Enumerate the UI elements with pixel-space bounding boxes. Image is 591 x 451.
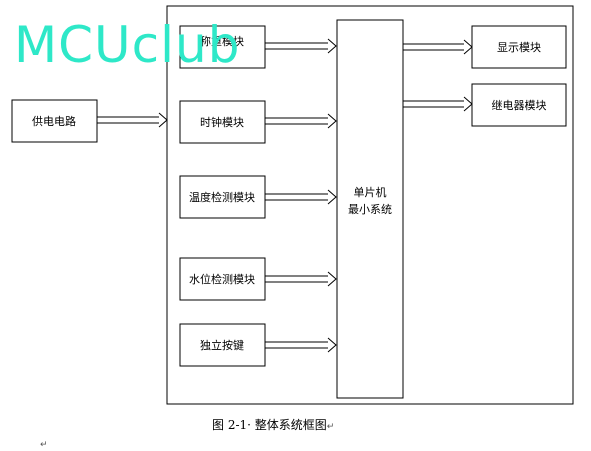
mcu-label-line1: 单片机 bbox=[354, 185, 387, 199]
relay-module-block bbox=[471, 83, 567, 127]
keys-block bbox=[179, 323, 266, 367]
relay-module-label: 继电器模块 bbox=[492, 99, 547, 112]
weighing-module-label: 称重模块 bbox=[200, 34, 244, 48]
power-supply-label: 供电电路 bbox=[32, 114, 76, 128]
temperature-module-block bbox=[179, 175, 266, 219]
paragraph-end-mark-icon: ↵ bbox=[40, 440, 48, 450]
figure-caption: 图 2-1· 整体系统框图↵ bbox=[212, 416, 334, 433]
display-module-block bbox=[471, 25, 567, 69]
water-level-module-block bbox=[179, 257, 266, 301]
clock-arrow bbox=[265, 113, 337, 129]
display-module-label: 显示模块 bbox=[497, 41, 541, 54]
keys-label: 独立按键 bbox=[200, 338, 244, 352]
system-frame bbox=[166, 5, 574, 405]
display-arrow bbox=[403, 39, 473, 55]
mcu-label-line2: 最小系统 bbox=[348, 203, 392, 216]
clock-module-block bbox=[179, 100, 266, 144]
keys-arrow bbox=[265, 337, 337, 353]
power-arrow bbox=[97, 112, 168, 128]
paragraph-mark-icon: ↵ bbox=[326, 422, 335, 432]
figure-caption-text: 图 2-1· 整体系统框图 bbox=[212, 418, 327, 432]
temperature-arrow bbox=[265, 189, 337, 205]
watermark-logo: MCUclub bbox=[14, 16, 241, 74]
mcu-block bbox=[336, 19, 404, 399]
weighing-module-block bbox=[179, 25, 266, 69]
power-supply-block bbox=[11, 99, 98, 143]
temperature-module-label: 温度检测模块 bbox=[189, 190, 255, 204]
water-level-module-label: 水位检测模块 bbox=[189, 272, 255, 286]
water-level-arrow bbox=[265, 271, 337, 287]
clock-module-label: 时钟模块 bbox=[200, 115, 244, 129]
weighing-arrow bbox=[265, 38, 337, 54]
relay-arrow bbox=[403, 96, 473, 112]
